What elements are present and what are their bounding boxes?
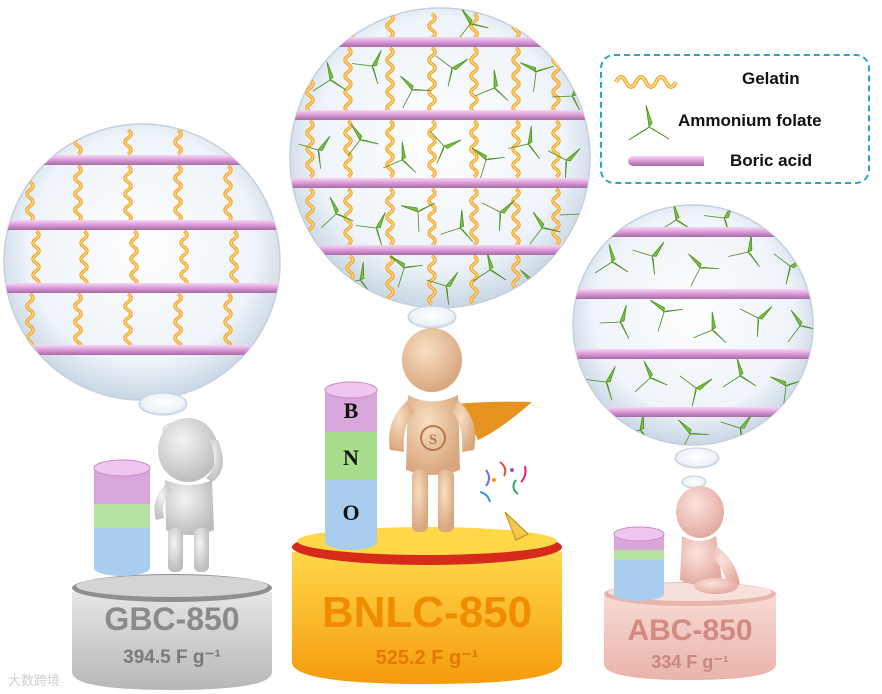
- gbc-bubble-dot-large: [139, 393, 187, 415]
- legend: Gelatin Ammonium folate Boric acid: [600, 54, 870, 184]
- boric-acid-rod: [280, 110, 600, 120]
- column-letter-n: N: [331, 445, 371, 471]
- svg-text:S: S: [429, 432, 437, 448]
- bnlc-thought-bubble: [280, 2, 603, 308]
- boric-acid-rod: [0, 345, 290, 355]
- gelatin-strand: [307, 14, 313, 38]
- bnlc-bubble-dot-large: [408, 306, 456, 328]
- watermark-text: 大数跨境: [8, 670, 60, 689]
- boric-acid-rod: [0, 283, 290, 293]
- gelatin-strand-highlight: [307, 14, 313, 38]
- legend-label-gelatin: Gelatin: [742, 69, 800, 89]
- boric-acid-rod: [570, 407, 820, 417]
- ammonium-folate-molecule: [301, 5, 339, 39]
- legend-item-ammonium-folate: Ammonium folate: [602, 106, 868, 136]
- column-letter-b: B: [331, 398, 371, 424]
- boric-acid-rod: [0, 155, 290, 165]
- boric-acid-rod-icon: [614, 146, 704, 176]
- gelatin-strand: [553, 14, 559, 38]
- gelatin-strand-highlight: [553, 14, 559, 38]
- gbc-capacitance: 394.5 F g⁻¹: [72, 646, 272, 669]
- thinking-figure-icon: [154, 418, 222, 572]
- bnlc-sample-name: BNLC-850: [292, 588, 562, 638]
- boric-acid-rod: [570, 289, 820, 299]
- legend-item-boric-acid: Boric acid: [602, 146, 868, 176]
- legend-label-boric-acid: Boric acid: [730, 151, 812, 171]
- boric-acid-rod: [280, 37, 600, 47]
- gelatin-strand-highlight: [553, 256, 559, 304]
- abc-capacitance: 334 F g⁻¹: [604, 652, 776, 673]
- boric-acid-rod: [570, 349, 820, 359]
- boric-acid-rod: [570, 227, 820, 237]
- hero-figure-icon: S: [389, 328, 532, 532]
- column-letter-o: O: [331, 500, 371, 526]
- gelatin-strand: [307, 256, 313, 304]
- gelatin-strand-highlight: [347, 14, 353, 38]
- bnlc-capacitance: 525.2 F g⁻¹: [292, 645, 562, 670]
- abc-cylinder-icon: [614, 527, 664, 601]
- gbc-sample-name: GBC-850: [72, 601, 272, 638]
- boric-acid-rod: [280, 245, 600, 255]
- gelatin-strand: [347, 14, 353, 38]
- boric-acid-rod: [0, 220, 290, 230]
- abc-thought-bubble: [570, 193, 820, 452]
- abc-bubble-dot-large: [675, 448, 719, 468]
- boric-acid-rod: [280, 178, 600, 188]
- sitting-baby-figure-icon: [676, 486, 740, 594]
- gbc-thought-bubble: [0, 124, 290, 400]
- legend-label-ammonium-folate: Ammonium folate: [678, 111, 822, 131]
- abc-sample-name: ABC-850: [604, 614, 776, 648]
- party-popper-icon: [480, 462, 528, 540]
- gbc-cylinder-icon: [94, 460, 150, 576]
- gelatin-strand: [553, 256, 559, 304]
- legend-item-gelatin: Gelatin: [602, 64, 868, 94]
- ammonium-folate-icon: [614, 96, 684, 140]
- gelatin-wave-icon: [614, 64, 684, 94]
- gelatin-strand-highlight: [307, 256, 313, 304]
